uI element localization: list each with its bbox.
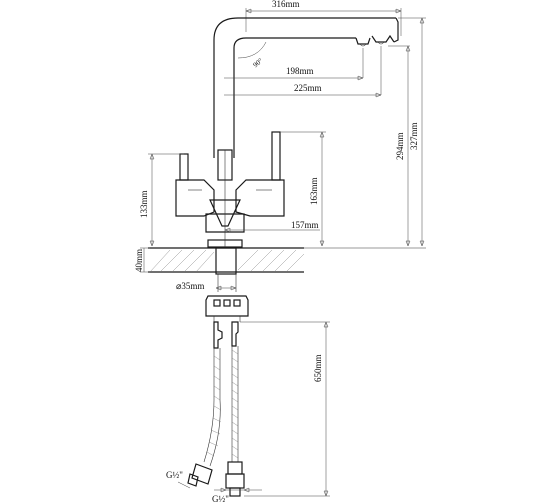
hoses [187,321,245,497]
dim-225-label: 225mm [294,83,322,93]
dim-198: 198mm [224,48,364,81]
dim-163-label: 163mm [309,177,319,205]
dim-294: 294mm [388,45,411,247]
dim-294-label: 294mm [395,132,405,160]
thread-left-label: G½" [166,470,183,480]
dim-40-label: 40mm [134,249,144,272]
dim-157-label: 157mm [291,220,319,230]
mounting-nut [205,274,249,322]
dim-316-label: 316mm [272,0,300,9]
dim-35: ⌀35mm [176,281,237,291]
dim-40: 40mm [134,247,150,273]
dim-316: 316mm [245,0,402,36]
dim-327-label: 327mm [409,122,419,150]
dim-650: 650mm [240,321,330,497]
dim-327: 327mm [398,17,426,247]
thread-left: G½" [166,470,191,489]
dim-157: 157mm [224,220,320,233]
dim-225: 225mm [224,46,382,98]
thread-bottom: G½" [212,487,262,504]
dim-35-label: ⌀35mm [176,281,204,291]
spout [213,17,399,158]
dim-650-label: 650mm [313,354,323,382]
angle-label: 90° [252,57,265,70]
dim-198-label: 198mm [286,66,314,76]
dim-133: 133mm [139,153,184,247]
dim-133-label: 133mm [139,190,149,218]
dim-163: 163mm [280,131,326,247]
faucet-body [175,131,285,248]
angle-90: 90° [237,41,267,70]
countertop [148,247,426,275]
thread-bottom-label: G½" [212,494,229,504]
